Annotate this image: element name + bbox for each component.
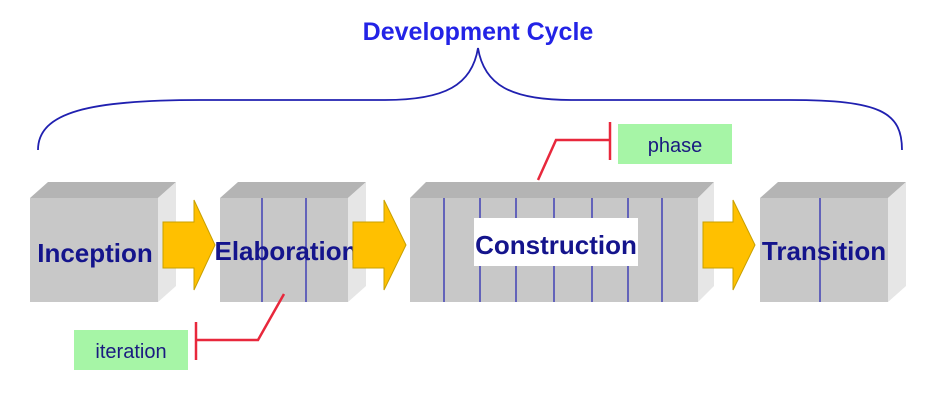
phase-box-construction: Construction <box>410 182 714 302</box>
phase-box-inception: Inception <box>30 182 176 302</box>
box-top <box>410 182 714 198</box>
phase-label-inception: Inception <box>37 238 153 268</box>
phase-label-construction: Construction <box>475 230 637 260</box>
phase-box-transition: Transition <box>760 182 906 302</box>
box-side <box>888 182 906 302</box>
flow-arrow-2 <box>352 199 407 291</box>
phase-callout-label: phase <box>648 135 703 157</box>
phase-connector <box>536 138 610 181</box>
box-top <box>760 182 906 198</box>
phase-box-elaboration: Elaboration <box>214 182 366 302</box>
iteration-callout-box <box>74 330 188 370</box>
flow-arrow-3 <box>702 199 756 291</box>
phase-callout-box <box>618 124 732 164</box>
diagram-title: Development Cycle <box>363 18 594 46</box>
iteration-callout-label: iteration <box>95 341 166 363</box>
iteration-connector <box>196 293 286 342</box>
box-top <box>30 182 176 198</box>
box-top <box>220 182 366 198</box>
box-front <box>220 198 348 302</box>
box-front <box>30 198 158 302</box>
construction-label-bg <box>474 218 638 266</box>
phase-label-transition: Transition <box>762 236 886 266</box>
flow-arrow-1 <box>162 199 216 291</box>
phase-label-elaboration: Elaboration <box>214 236 357 266</box>
cycle-brace <box>37 47 903 151</box>
box-front <box>760 198 888 302</box>
